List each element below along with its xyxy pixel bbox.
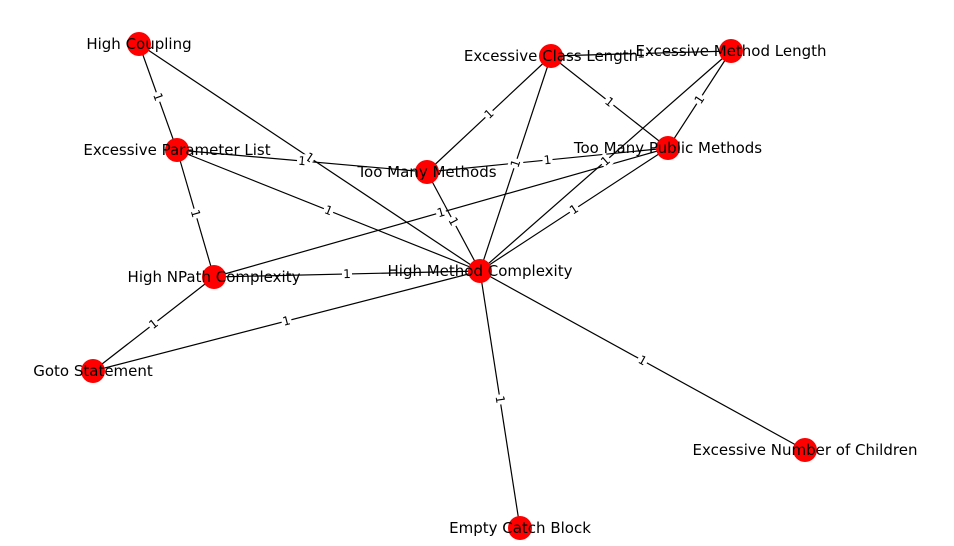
edge-weight-label-bg [321,202,336,219]
edge-weight-label-bg [341,266,353,282]
edge-weight-text: 1 [343,267,351,281]
edge-weight-label-bg [492,393,508,406]
edge-weight-text: 1 [281,313,292,328]
edge-weight-label: 1 [434,204,448,221]
edge-weight-label-bg [480,105,498,123]
edge-weight-label: 1 [601,93,618,111]
edge-weight-label-bg [601,93,618,111]
node-excessive-number-of-children[interactable] [793,438,817,462]
edge-weight-label: 1 [690,91,709,108]
edge-weight-label: 1 [145,315,162,333]
edge-weight-text: 1 [492,395,507,405]
edge-weight-label-bg [565,200,583,219]
edge-weight-label-bg [541,152,554,168]
edge-weight-label: 1 [634,351,651,370]
nodes-layer [81,32,817,540]
edge-weight-label: 1 [149,89,167,105]
edge-weight-label: 1 [341,266,353,282]
node-too-many-methods[interactable] [415,160,439,184]
edge-weight-label-bg [444,213,463,230]
edge-weight-text: 1 [435,205,446,221]
node-label-high-coupling: High Coupling [86,35,191,53]
edge-weight-label-bg [279,312,294,330]
edge-weight-label: 1 [279,312,294,330]
edge-weight-label: 1 [492,393,508,406]
edge-weight-label-bg [149,89,167,105]
edge-weight-label-bg [187,206,204,221]
node-label-too-many-methods: Too Many Methods [356,163,496,181]
edge-weight-label-bg [145,315,162,333]
edge-weight-text: 1 [298,154,307,169]
edge-weight-label: 1 [187,206,204,221]
node-excessive-parameter-list[interactable] [165,138,189,162]
node-label-empty-catch-block: Empty Catch Block [449,519,591,537]
edge-weight-label: 1 [565,200,583,219]
edge-weight-text: 1 [637,46,645,60]
edge-weight-text: 1 [150,91,166,103]
node-label-high-npath-complexity: High NPath Complexity [128,268,301,286]
edge-weight-label-bg [635,46,647,61]
edge-weight-label-bg [597,152,614,170]
node-label-high-method-complexity: High Method Complexity [388,262,573,280]
edge-weight-label: 1 [507,156,524,171]
node-empty-catch-block[interactable] [508,516,532,540]
edge-weight-label: 1 [541,152,554,168]
node-label-goto-statement: Goto Statement [33,362,153,380]
edge-weight-label-bg [634,351,651,370]
node-too-many-public-methods[interactable] [656,136,680,160]
edge-weight-label-bg [507,156,524,171]
edge-weight-label-bg [296,153,308,169]
node-excessive-class-length[interactable] [539,44,563,68]
node-high-npath-complexity[interactable] [202,265,226,289]
edge-weight-text: 1 [543,153,552,168]
edge-weight-label-bg [690,91,709,108]
node-label-too-many-public-methods: Too Many Public Methods [573,139,762,157]
edge-weight-label: 1 [635,46,647,61]
edge-weight-text: 1 [188,208,204,219]
node-excessive-method-length[interactable] [719,39,743,63]
node-high-method-complexity[interactable] [468,259,492,283]
node-goto-statement[interactable] [81,359,105,383]
edge-weight-label-bg [434,204,448,221]
node-label-excessive-number-of-children: Excessive Number of Children [693,441,918,459]
node-label-excessive-method-length: Excessive Method Length [635,42,826,60]
node-high-coupling[interactable] [127,32,151,56]
edge-weight-label: 1 [321,202,336,219]
node-label-excessive-class-length: Excessive Class Length [464,47,638,65]
edge-weight-text: 1 [508,158,524,170]
edge-weight-label: 1 [296,153,308,169]
edge-weight-label: 1 [444,213,463,230]
node-label-excessive-parameter-list: Excessive Parameter List [83,141,270,159]
